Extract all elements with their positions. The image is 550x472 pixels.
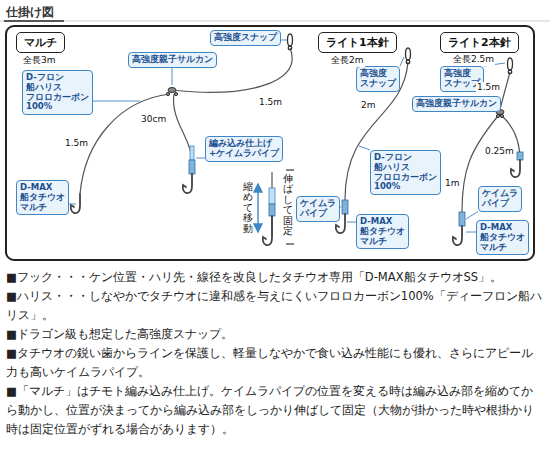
dimension-label: 0.25m: [484, 146, 515, 156]
dimension-label: 全長2.5m: [452, 53, 495, 66]
node-text: 高強度 スナップ: [444, 69, 480, 89]
callout-box: 高強度スナップ: [210, 30, 281, 46]
leader-line: [340, 207, 341, 208]
node-text: ライト1本針: [326, 35, 389, 50]
dimension-label: 全長2m: [330, 54, 365, 67]
node-text: D-フロン 船ハリス フロロカーボン 100%: [374, 153, 437, 192]
line: [80, 48, 520, 236]
leader-line: [196, 158, 205, 159]
callout-box: D-フロン 船ハリス フロロカーボン 100%: [370, 150, 441, 195]
vertical-label: 伸ばして固定: [282, 174, 294, 237]
node-text: D-MAX 船タチウオ マルチ: [360, 217, 405, 246]
node-text: 編み込み仕上げ +ケイムラパイプ: [209, 139, 279, 159]
rule: [0, 21, 550, 22]
callout-box: 高強度親子サルカン: [128, 52, 217, 68]
leader-line: [172, 68, 173, 85]
leader-line: [466, 212, 478, 219]
node-text: D-MAX 船タチウオ マルチ: [480, 223, 525, 252]
node-text: D-フロン 船ハリス フロロカーボン 100%: [26, 73, 89, 112]
leader-line: [400, 57, 404, 66]
notes: ■フック・・・ケン位置・ハリ先・線径を改良したタチウオ専用「D-MAX船タチウオ…: [6, 268, 544, 439]
node-text: マルチ: [24, 35, 57, 50]
callout-box: ケイムラ パイプ: [478, 186, 522, 212]
dimension-label: 1.5m: [258, 97, 283, 107]
dimension-label: 30cm: [140, 114, 167, 124]
note-text: ■ドラゴン級も想定した高強度スナップ。: [6, 325, 544, 344]
callout-box: ケイムラ パイプ: [296, 196, 340, 222]
swivel: [166, 88, 504, 118]
note-text: ■「マルチ」はチモト編み込み仕上げ。ケイムラパイプの位置を変える時は編み込み部を…: [6, 382, 544, 439]
title-box: マルチ: [16, 32, 65, 53]
note-text: ■ハリス・・・しなやかでタチウオに違和感を与えにくいフロロカーボン100%「ディ…: [6, 287, 544, 325]
hook: [71, 160, 520, 245]
leader-line: [347, 222, 356, 223]
note-text: ■フック・・・ケン位置・ハリ先・線径を改良したタチウオ専用「D-MAX船タチウオ…: [6, 268, 544, 287]
title: 仕掛け図: [6, 4, 54, 21]
title-box: ライト2本針: [440, 32, 519, 53]
title-box: ライト1本針: [318, 32, 397, 53]
node-text: 高強度親子サルカン: [132, 55, 213, 65]
vertical-label: 縮めて移動: [242, 182, 254, 234]
dimension-label: 1.5m: [476, 82, 501, 92]
rule: [4, 20, 64, 22]
leader-line: [281, 40, 287, 41]
callout-box: D-MAX 船タチウオ マルチ: [356, 214, 409, 249]
callout-box: 高強度 スナップ: [356, 66, 400, 92]
callout-box: 高強度親子サルカン: [412, 96, 501, 112]
note-text: ■タチウオの鋭い歯からラインを保護し、軽量しなやかで食い込み性能にも優れ、さらに…: [6, 344, 544, 382]
panel: [6, 26, 534, 260]
leader-line: [359, 146, 370, 150]
node-text: D-MAX 船タチウオ マルチ: [20, 183, 65, 212]
node-text: ケイムラ パイプ: [300, 199, 336, 219]
node-text: 高強度 スナップ: [360, 69, 396, 89]
callout-box: D-MAX 船タチウオ マルチ: [16, 180, 69, 215]
leader-line: [466, 232, 476, 233]
dimension-label: 1.5m: [64, 138, 89, 148]
callout-box: D-MAX 船タチウオ マルチ: [476, 220, 529, 255]
dimension-label: 2m: [360, 100, 377, 110]
node-text: 高強度親子サルカン: [416, 99, 497, 109]
node-text: 高強度スナップ: [214, 33, 277, 43]
callout-box: 編み込み仕上げ +ケイムラパイプ: [205, 136, 283, 162]
callout-box: D-フロン 船ハリス フロロカーボン 100%: [22, 70, 93, 115]
node-text: ケイムラ パイプ: [482, 189, 518, 209]
dimension-label: 1m: [444, 178, 461, 188]
node-text: ライト2本針: [448, 35, 511, 50]
leader-line: [93, 101, 140, 102]
dimension-label: 全長3m: [22, 54, 57, 67]
leader-line: [69, 204, 76, 205]
move-arrow: [254, 170, 294, 244]
